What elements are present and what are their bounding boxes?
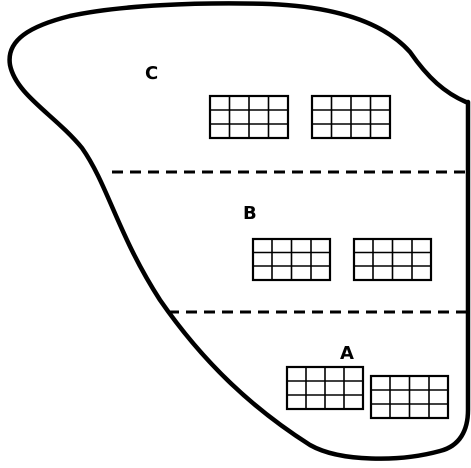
window-b2 — [352, 237, 433, 282]
window-b1 — [251, 237, 332, 282]
window-a1 — [285, 365, 365, 411]
boundary-outline — [7, 1, 471, 461]
window-c2 — [310, 94, 392, 140]
zone-label-a: A — [340, 343, 354, 364]
zone-label-b: B — [243, 203, 257, 224]
window-a2 — [369, 374, 450, 420]
zone-label-c: C — [145, 63, 158, 84]
window-c1 — [208, 94, 290, 140]
